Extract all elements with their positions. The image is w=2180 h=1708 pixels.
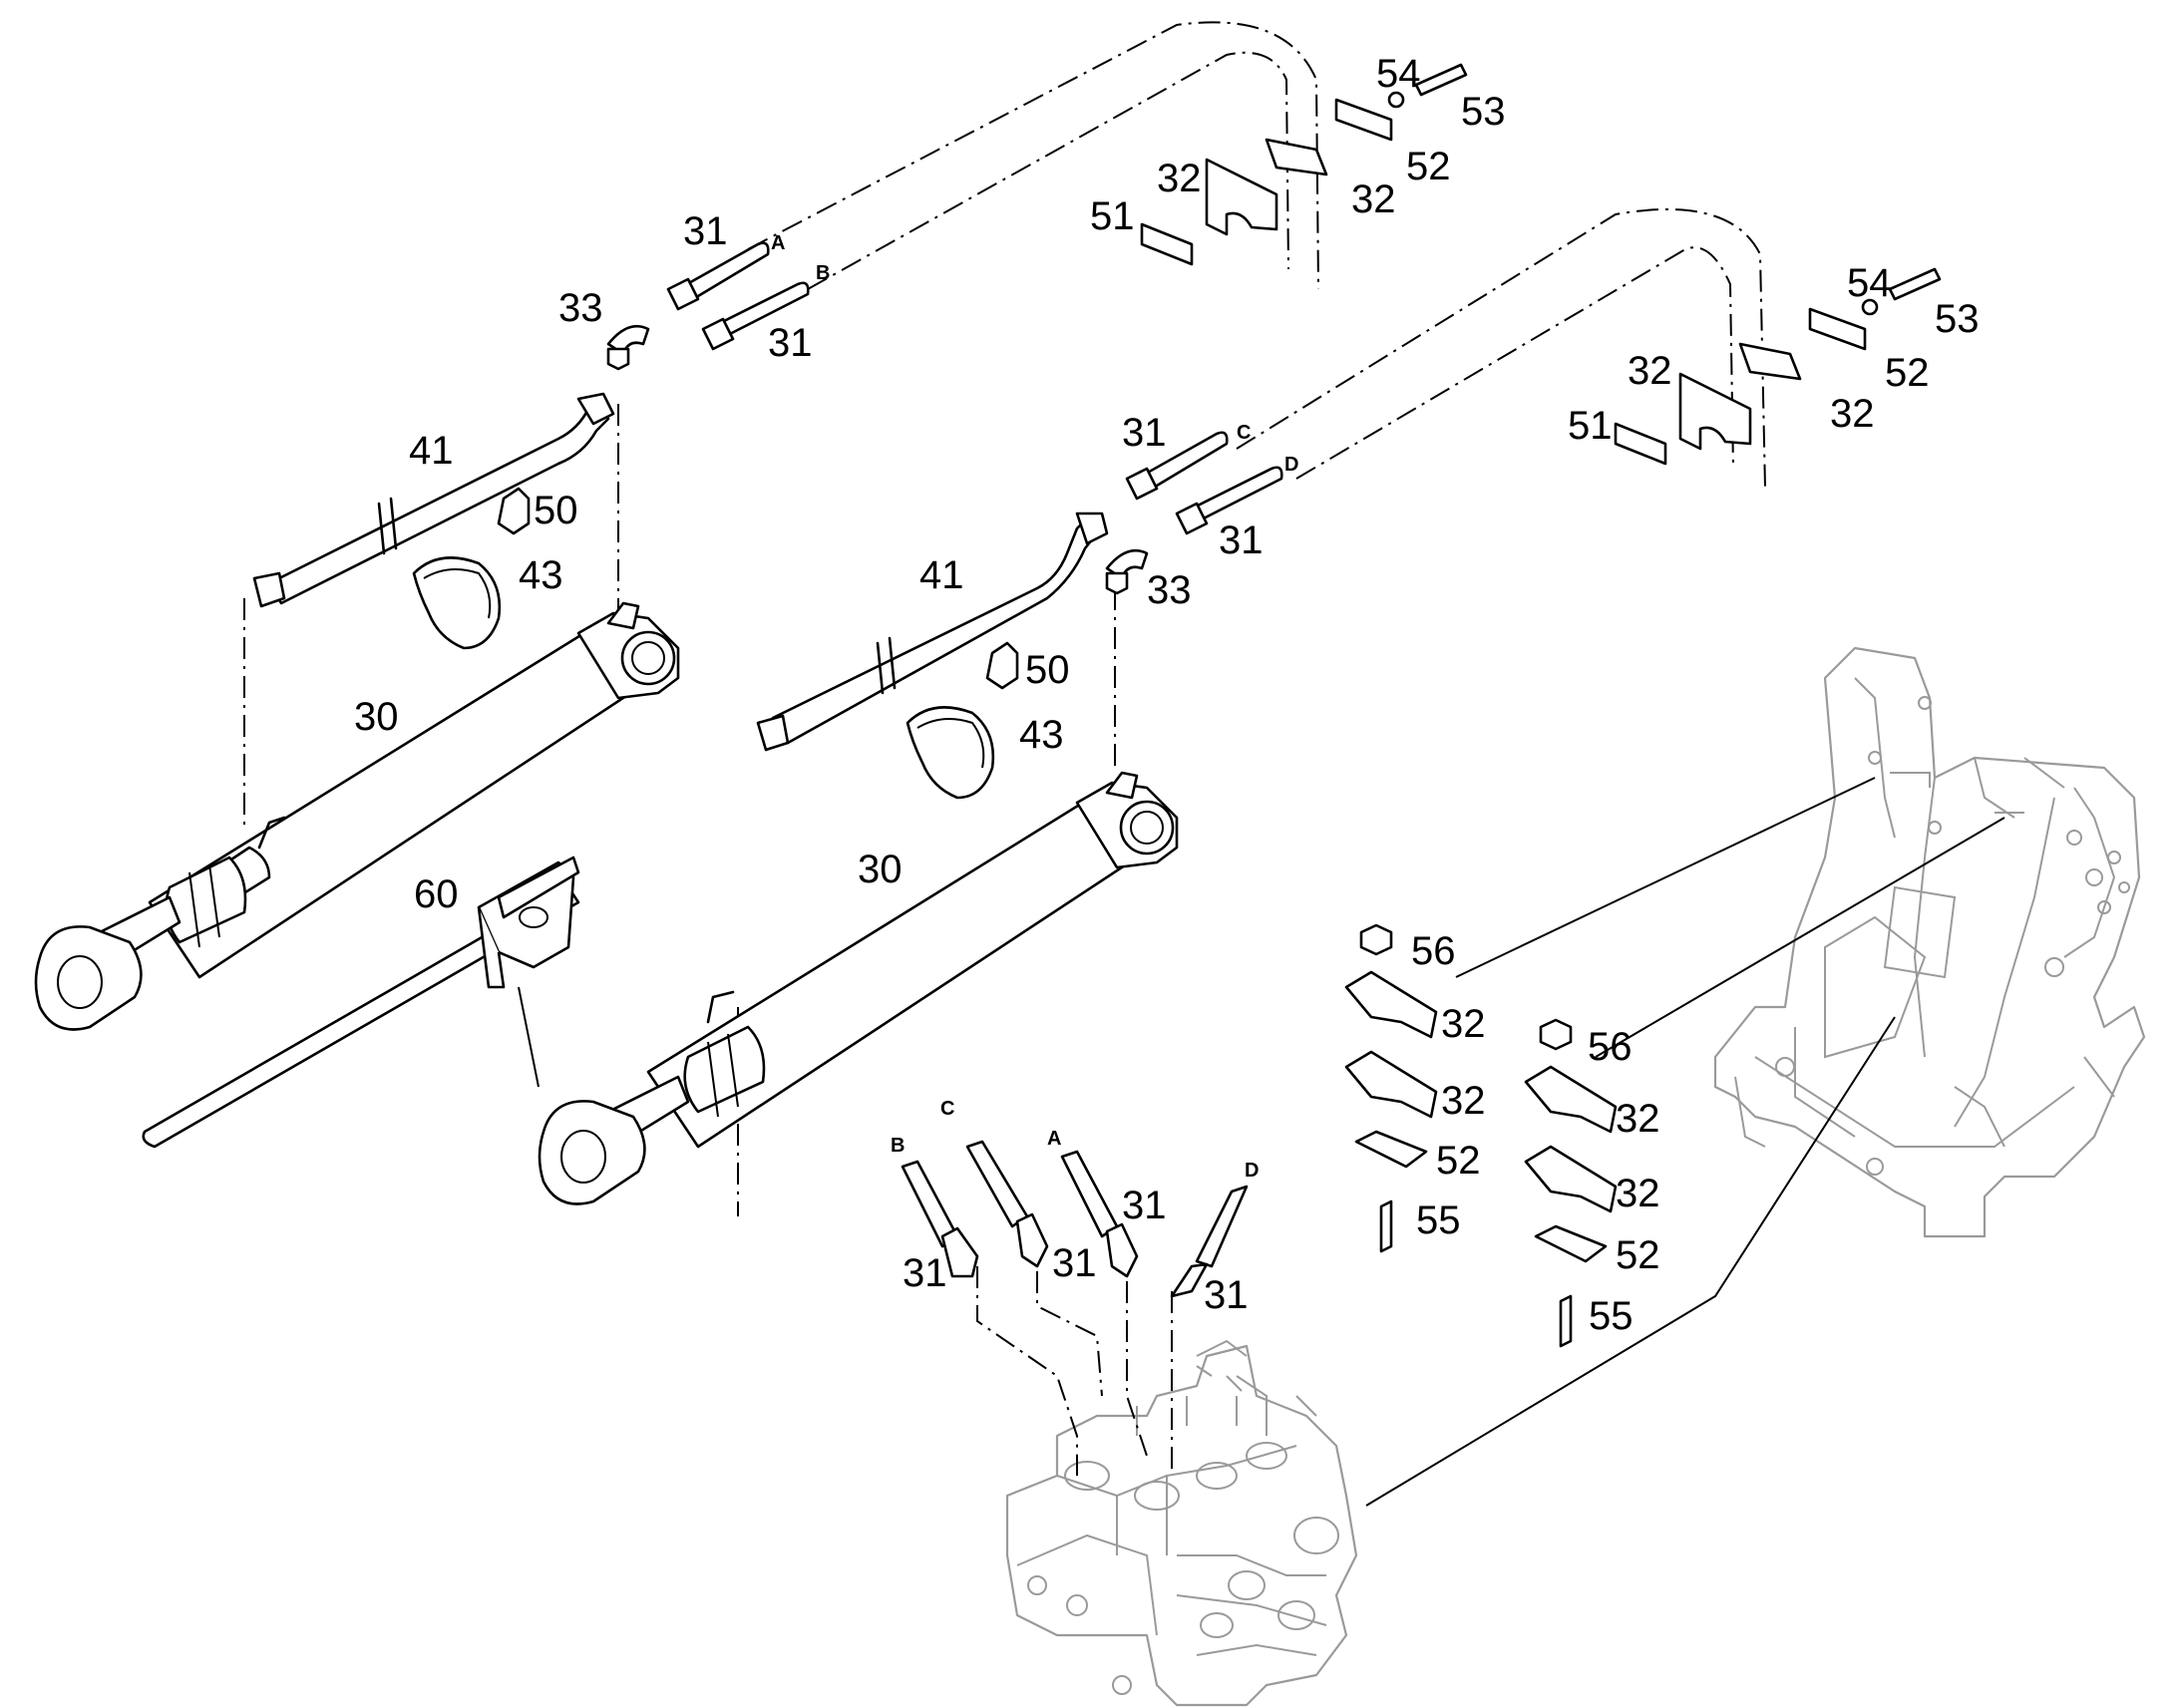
label-clamp1-b: 32 — [1351, 177, 1396, 221]
label-clip-left: 50 — [534, 489, 578, 532]
label-cylinder-right: 30 — [858, 848, 903, 891]
label-cover2: 52 — [1885, 351, 1930, 395]
label-bolt2: 53 — [1935, 297, 1980, 341]
label-hose-valve-1: 31 — [903, 1251, 947, 1295]
clamp-stack-1 — [1344, 923, 1438, 1253]
clip-left — [497, 487, 531, 535]
label-clamp2-b: 32 — [1830, 392, 1875, 436]
label-clamp2-a: 32 — [1628, 349, 1672, 393]
letter-top-b: B — [816, 262, 830, 284]
hose-ends-top — [666, 241, 1283, 535]
label-hose-d-top: 31 — [1219, 518, 1264, 562]
label-clampstack1-b: 32 — [1441, 1079, 1486, 1123]
label-pipe-right: 41 — [919, 553, 964, 597]
clamp-set-2 — [1614, 267, 1942, 466]
label-pipe-left: 41 — [409, 429, 454, 473]
elbow-fitting-right — [1105, 548, 1149, 595]
label-plate2: 51 — [1568, 404, 1613, 448]
letter-bottom-a: A — [1047, 1128, 1061, 1150]
label-stackbolt1: 55 — [1416, 1198, 1461, 1242]
connection-letters: A B C D B C A D — [771, 232, 1298, 1182]
label-nut2: 56 — [1588, 1025, 1633, 1069]
label-hose-a-top: 31 — [683, 209, 728, 253]
label-clip-right: 50 — [1025, 648, 1070, 692]
label-elbow-left: 33 — [558, 286, 603, 330]
part-labels: 30 30 41 41 50 50 43 43 60 33 33 31 31 3… — [354, 52, 1980, 1338]
letter-top-a: A — [771, 232, 785, 254]
label-stackplate2: 52 — [1616, 1233, 1660, 1277]
label-stackbolt2: 55 — [1589, 1294, 1634, 1338]
label-clampstack2-a: 32 — [1616, 1097, 1660, 1141]
label-washer2: 54 — [1847, 261, 1892, 305]
band-left — [412, 556, 502, 650]
label-bolt1: 53 — [1461, 90, 1506, 134]
hydraulic-pipe-right — [756, 512, 1109, 752]
hydraulic-cylinder-left — [34, 601, 680, 1031]
label-elbow-right: 33 — [1147, 568, 1192, 612]
label-clamp1-a: 32 — [1157, 157, 1202, 200]
label-bracket: 60 — [414, 872, 459, 916]
leader-lines — [518, 777, 2005, 1507]
rod-and-bracket — [142, 855, 580, 1149]
label-cylinder-left: 30 — [354, 695, 399, 739]
control-valve-block — [1005, 1339, 1358, 1707]
letter-bottom-d: D — [1245, 1160, 1259, 1182]
label-washer1: 54 — [1376, 52, 1421, 96]
label-hose-c-top: 31 — [1122, 411, 1167, 455]
label-band-left: 43 — [519, 553, 563, 597]
band-right — [906, 706, 995, 800]
clamp-set-1 — [1140, 63, 1468, 266]
clip-right — [985, 641, 1019, 690]
label-clampstack1-a: 32 — [1441, 1002, 1486, 1046]
label-hose-valve-3: 31 — [1122, 1184, 1167, 1227]
label-hose-valve-4: 31 — [1204, 1273, 1249, 1317]
label-nut1: 56 — [1411, 929, 1456, 973]
label-plate1: 51 — [1090, 194, 1135, 238]
letter-top-d: D — [1284, 454, 1298, 476]
letter-bottom-c: C — [940, 1098, 954, 1120]
routing-lines — [243, 21, 1766, 1476]
mast-frame — [1713, 646, 2146, 1238]
label-hose-valve-2: 31 — [1052, 1241, 1097, 1285]
label-band-right: 43 — [1019, 713, 1064, 757]
label-cover1: 52 — [1406, 145, 1451, 188]
letter-bottom-b: B — [891, 1135, 905, 1157]
label-clampstack2-b: 32 — [1616, 1172, 1660, 1215]
hoses-to-valve — [901, 1140, 1249, 1298]
hydraulic-cylinder-right — [538, 771, 1179, 1205]
label-stackplate1: 52 — [1436, 1139, 1481, 1183]
clamp-stack-2 — [1524, 1018, 1618, 1348]
label-hose-b-top: 31 — [768, 321, 813, 365]
letter-top-c: C — [1237, 422, 1251, 444]
hydraulic-pipe-left — [252, 392, 615, 608]
elbow-fitting-left — [606, 324, 650, 371]
